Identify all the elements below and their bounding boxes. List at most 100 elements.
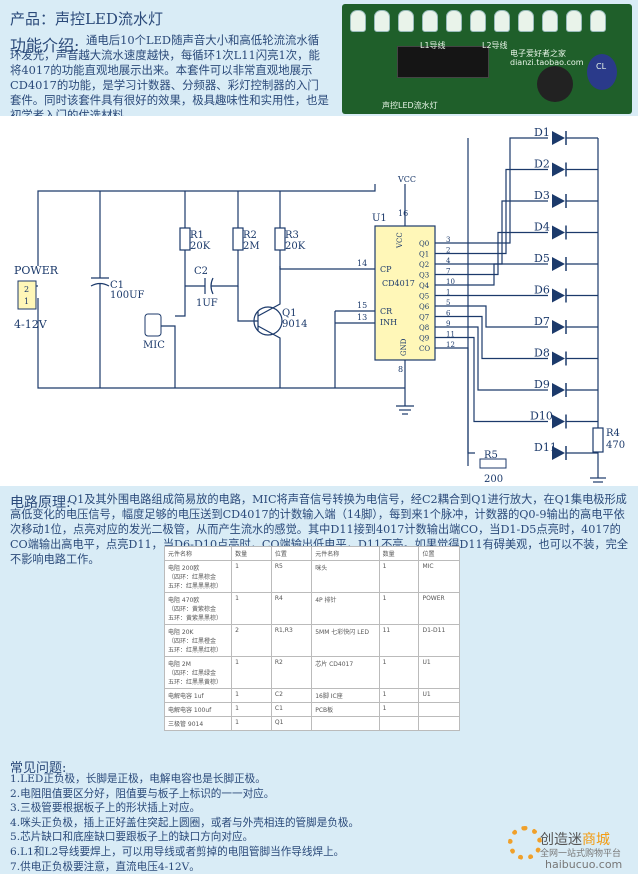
table-cell: 电阻 20K （四环：红黑橙金 五环：红黑黑红棕）	[163, 624, 233, 657]
led-6	[552, 288, 598, 303]
photo-led	[542, 10, 558, 32]
table-cell: 电解电容 100uf	[163, 702, 233, 717]
led-label-5: D5	[534, 252, 550, 265]
u1-pin-6: 5	[446, 299, 450, 307]
table-cell: 位置	[270, 546, 313, 561]
u1-cp: CP	[380, 265, 392, 274]
photo-label-l1: L1导线	[420, 41, 446, 50]
table-cell: 1	[231, 702, 272, 717]
table-row: 元件名称数量位置元件名称数量位置	[163, 546, 460, 561]
output-wire	[435, 336, 548, 423]
table-cell: 1	[231, 688, 272, 703]
led-7	[552, 320, 598, 334]
ic-chip	[397, 46, 489, 78]
faq-item: 4.咪头正负极，插上正好盖住突起上圆圈，或者与外壳相连的管脚是负极。	[10, 816, 360, 829]
u1-gnd: GND	[400, 338, 408, 356]
led-1	[552, 131, 598, 145]
table-cell: 三极管 9014	[163, 716, 233, 731]
photo-led	[398, 10, 414, 32]
table-cell: Q1	[270, 716, 313, 731]
r2-value: 2M	[243, 241, 260, 252]
faq-item: 6.L1和L2导线要焊上，可以用导线或者剪掉的电阻管脚当作导线焊上。	[10, 845, 345, 858]
gear-icon	[508, 826, 542, 860]
u1-output-3: Q3	[419, 272, 429, 280]
u1-pin-7: 6	[446, 310, 451, 318]
c2-value: 1UF	[196, 298, 218, 309]
u1-output-0: Q0	[419, 240, 429, 248]
led-11	[552, 446, 598, 460]
photo-led	[422, 10, 438, 32]
pin-13: 13	[357, 313, 367, 322]
table-cell: 电阻 200欧 （四环：红黑棕金 五环：红黑黑黑棕）	[163, 560, 233, 593]
led-label-11: D11	[534, 441, 557, 454]
u1-output-1: Q1	[419, 251, 429, 259]
table-cell: 5MM 七彩快闪 LED	[311, 624, 380, 657]
table-cell: 4P 排针	[311, 592, 380, 625]
photo-led	[518, 10, 534, 32]
table-cell: 元件名称	[163, 546, 233, 561]
logo-url: haibucuo.com	[545, 858, 623, 871]
r5-name: R5	[484, 450, 498, 461]
table-cell: 2	[231, 624, 272, 657]
table-cell: POWER	[418, 592, 460, 625]
r3-value: 20K	[285, 241, 306, 252]
photo-led	[494, 10, 510, 32]
vcc-label: VCC	[397, 175, 416, 184]
table-cell: 11	[378, 624, 420, 657]
photo-label-l2: L2导线	[482, 41, 508, 50]
led-label-10: D10	[530, 410, 553, 423]
u1-vcc: VCC	[396, 232, 404, 249]
table-cell: 芯片 CD4017	[311, 656, 380, 689]
table-cell: 16脚 IC座	[311, 688, 380, 703]
table-cell: 咪头	[311, 560, 380, 593]
u1-part: CD4017	[382, 279, 415, 288]
output-wire	[435, 263, 548, 286]
faq-item: 1.LED正负极，长脚是正极，电解电容也是长脚正极。	[10, 773, 266, 785]
led-2	[552, 162, 598, 177]
logo-subtitle: 全网一站式购物平台	[540, 849, 622, 859]
page-title: 产品：声控LED流水灯	[10, 10, 163, 28]
logo-title-b: 商城	[582, 832, 610, 848]
table-cell: C2	[270, 688, 313, 703]
output-wire	[435, 168, 548, 255]
power-label: POWER	[14, 264, 59, 277]
photo-led	[446, 10, 462, 32]
u1-pin-3: 7	[446, 268, 450, 276]
photo-label-cl: CL	[596, 62, 607, 71]
u1-pin-0: 3	[446, 236, 450, 244]
parts-table: 元件名称数量位置元件名称数量位置电阻 200欧 （四环：红黑棕金 五环：红黑黑黑…	[163, 546, 460, 731]
led-label-1: D1	[534, 126, 550, 139]
faq-item: 5.芯片缺口和底座缺口要跟板子上的缺口方向对应。	[10, 831, 254, 844]
photo-label-product: 声控LED流水灯	[382, 101, 438, 110]
intro-text: 通电后10个LED随声音大小和高低轮流流水循环发光，声音越大流水速度越快，每循环…	[10, 33, 329, 122]
table-cell	[418, 702, 460, 717]
led-label-7: D7	[534, 315, 550, 328]
table-cell: 1	[231, 716, 272, 731]
r3-name: R3	[285, 230, 299, 241]
led-8	[552, 351, 598, 366]
faq-heading: 常见问题:	[10, 761, 67, 776]
table-cell	[418, 716, 460, 731]
table-cell: 1	[378, 656, 420, 689]
table-cell: 1	[378, 592, 420, 625]
u1-output-7: Q7	[419, 314, 429, 322]
r1-value: 20K	[190, 241, 211, 252]
logo-title-a: 创造迷	[540, 832, 582, 848]
table-cell: MIC	[418, 560, 460, 593]
table-cell	[311, 716, 380, 731]
u1-output-5: Q5	[419, 293, 429, 301]
table-cell: 数量	[231, 546, 272, 561]
circuit-schematic: POWER 4-12V 2 1 VCC C1 100UF C2 1UF R1 2…	[0, 116, 638, 486]
table-cell: 数量	[378, 546, 420, 561]
u1-pin-1: 2	[446, 247, 450, 255]
table-cell: 电阻 470欧 （四环：黄紫棕金 五环：黄紫黑黑棕）	[163, 592, 233, 625]
photo-led	[566, 10, 582, 32]
led-label-2: D2	[534, 158, 550, 171]
principle-heading: 电路原理:	[10, 495, 71, 511]
u1-output-4: Q4	[419, 282, 430, 290]
u1-pin-10: 12	[446, 341, 455, 349]
product-photo: L1导线 L2导线 电子爱好者之家 dianzi.taobao.com 声控LE…	[342, 4, 632, 114]
